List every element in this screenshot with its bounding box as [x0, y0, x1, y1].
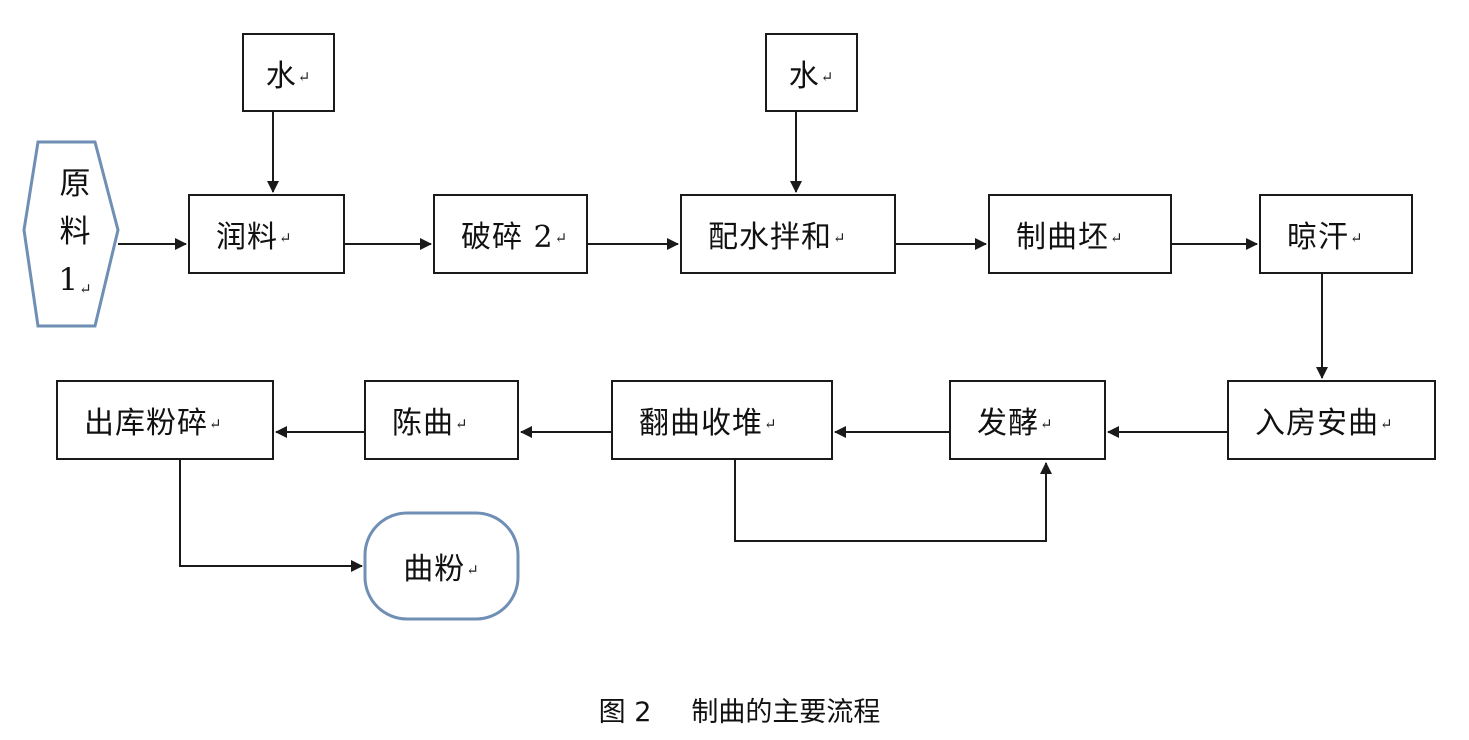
raw-material-label: 原 料 1↵ — [40, 160, 110, 309]
step-chuku-label: 出库粉碎 — [84, 406, 208, 441]
step-runliao: 润料↵ — [188, 194, 345, 274]
raw-material-number: 1 — [58, 262, 79, 298]
step-fajiao: 发酵↵ — [949, 380, 1106, 460]
raw-material-char-3: 1↵ — [40, 256, 110, 309]
qufen-terminal — [363, 511, 520, 621]
water-label-1: 水 — [265, 58, 297, 94]
arrow-chuku-to-qufen — [179, 460, 363, 572]
paragraph-mark-icon: ↵ — [1040, 415, 1054, 433]
qufen-label: 曲粉 — [403, 552, 466, 587]
paragraph-mark-icon: ↵ — [1350, 229, 1364, 247]
step-chenqu-label: 陈曲 — [392, 406, 454, 441]
figure-title: 制曲的主要流程 — [691, 697, 881, 728]
figure-number: 图 2 — [598, 697, 652, 728]
paragraph-mark-icon: ↵ — [466, 561, 480, 579]
paragraph-mark-icon: ↵ — [820, 67, 835, 86]
step-lianghan-label: 晾汗 — [1287, 220, 1349, 255]
step-posui-label: 破碎 2 — [461, 220, 554, 255]
step-fanqu: 翻曲收堆↵ — [611, 380, 833, 460]
water-label-2: 水 — [788, 58, 820, 94]
step-rufang-label: 入房安曲 — [1255, 406, 1379, 441]
paragraph-mark-icon: ↵ — [1110, 229, 1124, 247]
qufen-label-wrap: 曲粉↵ — [365, 513, 518, 619]
step-zhiqupi-label: 制曲坯 — [1016, 220, 1109, 255]
raw-material-terminal — [22, 140, 120, 328]
step-zhiqupi: 制曲坯↵ — [988, 194, 1172, 274]
step-posui: 破碎 2↵ — [433, 194, 588, 274]
paragraph-mark-icon: ↵ — [764, 415, 778, 433]
paragraph-mark-icon: ↵ — [554, 229, 569, 247]
step-chenqu: 陈曲↵ — [364, 380, 519, 460]
paragraph-mark-icon: ↵ — [833, 229, 847, 247]
arrow-fanqu-loop-to-fajiao — [734, 460, 1052, 542]
raw-material-char-2: 料 — [59, 214, 91, 250]
step-peishui: 配水拌和↵ — [680, 194, 896, 274]
step-peishui-label: 配水拌和 — [708, 220, 832, 255]
step-chuku: 出库粉碎↵ — [56, 380, 274, 460]
paragraph-mark-icon: ↵ — [455, 415, 469, 433]
raw-material-char-1: 原 — [59, 166, 91, 202]
water-input-box-1: 水↵ — [242, 33, 335, 112]
water-input-box-2: 水↵ — [765, 33, 858, 112]
step-fajiao-label: 发酵 — [977, 406, 1039, 441]
step-lianghan: 晾汗↵ — [1259, 194, 1413, 274]
paragraph-mark-icon: ↵ — [297, 67, 312, 86]
step-runliao-label: 润料 — [216, 220, 278, 255]
paragraph-mark-icon: ↵ — [1380, 415, 1394, 433]
paragraph-mark-icon: ↵ — [209, 415, 223, 433]
step-rufang: 入房安曲↵ — [1227, 380, 1436, 460]
paragraph-mark-icon: ↵ — [279, 229, 293, 247]
figure-caption: 图 2 制曲的主要流程 — [0, 690, 1469, 729]
paragraph-mark-icon: ↵ — [79, 280, 92, 298]
step-fanqu-label: 翻曲收堆 — [639, 406, 763, 441]
